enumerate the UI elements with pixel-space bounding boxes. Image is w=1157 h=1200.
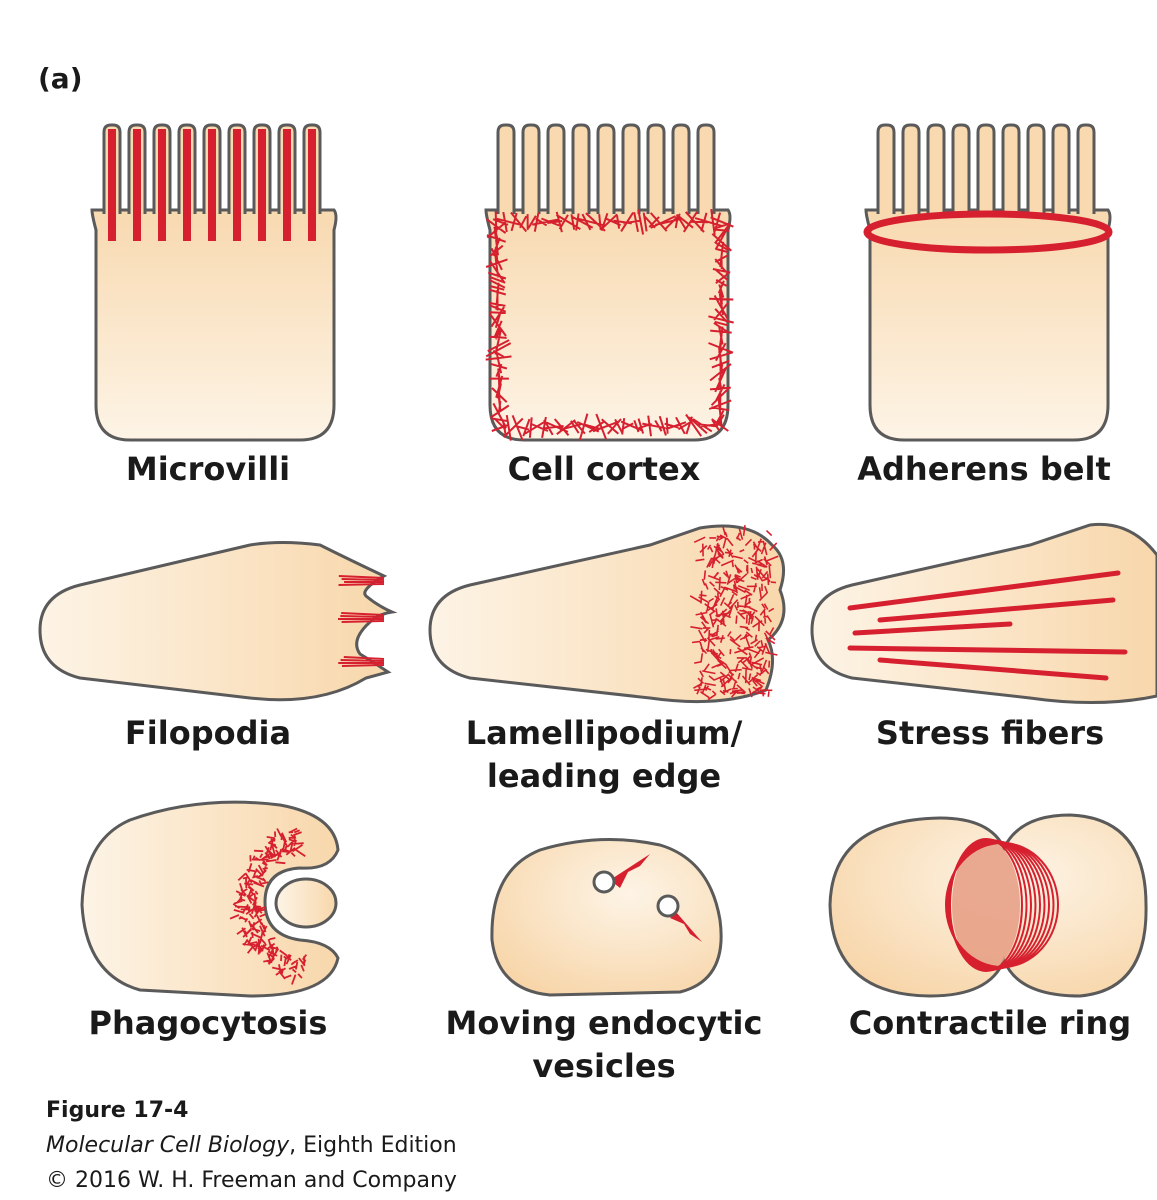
actin-bundle xyxy=(233,129,241,241)
microvillus xyxy=(976,123,996,214)
actin-filament xyxy=(340,659,385,662)
lamellipodium-cell xyxy=(428,524,786,704)
microvillus xyxy=(1001,123,1021,214)
vesicle-comet-1 xyxy=(592,854,650,894)
cell-cortex-cell xyxy=(484,123,734,442)
actin-filament xyxy=(341,664,385,667)
actin-filament xyxy=(338,575,385,579)
book-title: Molecular Cell Biology xyxy=(46,1133,290,1158)
actin-bundle xyxy=(108,129,116,241)
caption-stress-fibers: Stress fibers xyxy=(875,714,1105,752)
adherens-belt-cell xyxy=(863,123,1113,442)
caption-lamellipodium-line2: leading edge xyxy=(486,757,722,795)
book-edition: , Eighth Edition xyxy=(289,1133,457,1158)
microvillus xyxy=(496,123,516,214)
actin-filament xyxy=(338,583,385,586)
caption-filopodia: Filopodia xyxy=(124,714,292,752)
microvillus xyxy=(546,123,566,214)
copyright: © 2016 W. H. Freeman and Company xyxy=(46,1168,457,1193)
actin-bundle xyxy=(283,129,291,241)
book-credit: Molecular Cell Biology, Eighth Edition xyxy=(46,1133,457,1158)
actin-filament xyxy=(341,578,385,581)
ring-filament xyxy=(945,842,1059,968)
microvillus xyxy=(596,123,616,214)
panel-label: (a) xyxy=(38,62,83,95)
stress-fibers-cell xyxy=(810,522,1157,705)
caption-cell-cortex: Cell cortex xyxy=(507,450,701,488)
actin-bundle xyxy=(133,129,141,241)
microvillus xyxy=(1026,123,1046,214)
caption-contractile-ring: Contractile ring xyxy=(848,1004,1132,1042)
microvillus xyxy=(646,123,666,214)
caption-endocytic-line2: vesicles xyxy=(532,1047,676,1085)
microvillus xyxy=(1051,123,1071,214)
phagocytosis-cell xyxy=(80,800,340,998)
actin-filament xyxy=(341,612,385,616)
actin-filament xyxy=(341,620,385,623)
microvillus xyxy=(926,123,946,214)
caption-phagocytosis: Phagocytosis xyxy=(88,1004,328,1042)
figure-number: Figure 17-4 xyxy=(46,1098,189,1123)
actin-bundle xyxy=(183,129,191,241)
actin-bundle xyxy=(158,129,166,241)
microvillus xyxy=(901,123,921,214)
microvillus xyxy=(671,123,691,214)
microvillus xyxy=(951,123,971,214)
actin-bundle xyxy=(308,129,316,241)
microvillus xyxy=(696,123,716,214)
caption-microvilli: Microvilli xyxy=(125,450,291,488)
actin-bundle xyxy=(258,129,266,241)
microvillus xyxy=(1076,123,1096,214)
microvillus xyxy=(621,123,641,214)
caption-endocytic-line1: Moving endocytic xyxy=(445,1004,763,1042)
endocytic-vesicles-cell xyxy=(490,838,723,997)
microvilli-cell xyxy=(90,123,338,442)
actin-filament xyxy=(343,656,385,660)
microvillus xyxy=(521,123,541,214)
vesicle-comet-2 xyxy=(656,894,702,942)
actin-filament xyxy=(340,615,385,618)
caption-lamellipodium-line1: Lamellipodium/ xyxy=(465,714,743,752)
contractile-ring-cell xyxy=(828,813,1148,998)
caption-adherens-belt: Adherens belt xyxy=(857,450,1111,488)
microvillus xyxy=(876,123,896,214)
microvillus xyxy=(571,123,591,214)
filopodia-cell xyxy=(38,541,398,702)
actin-bundle xyxy=(208,129,216,241)
